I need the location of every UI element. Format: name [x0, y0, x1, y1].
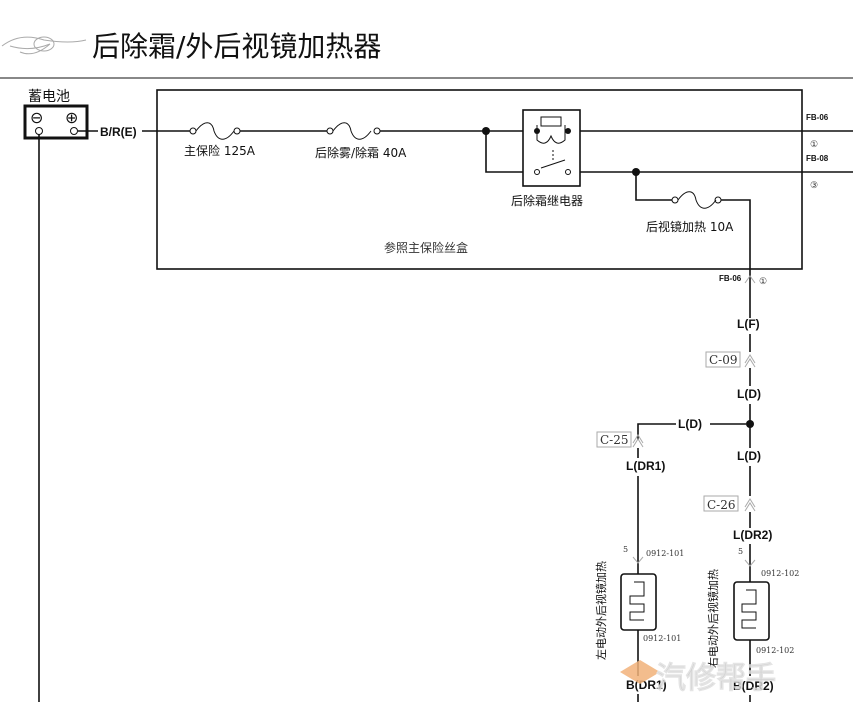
- mirror-fuse-lead: [635, 172, 672, 201]
- connector-mark: [744, 498, 756, 512]
- out1-pin: ①: [810, 140, 818, 150]
- right-heater-label: 右电动外后视镜加热: [706, 569, 720, 668]
- connector-mark: [744, 559, 756, 567]
- defrost-fuse-label: 后除雾/除霜 40A: [315, 145, 407, 160]
- left-heater-label: 左电动外后视镜加热: [594, 561, 608, 660]
- connector-mark: [744, 354, 756, 368]
- wire-ld-upper: L(D): [737, 387, 761, 401]
- wire-bdr2: B(DR2): [733, 679, 774, 693]
- brand-logo: [1, 36, 87, 55]
- mirror-feed-wire: [485, 131, 853, 173]
- battery-neg-terminal: [35, 127, 43, 135]
- right-heater-code-top: 0912-102: [761, 569, 799, 578]
- defrost-fuse: [326, 122, 381, 140]
- battery-plus: ⊕: [65, 108, 78, 127]
- main-fuse-box: [156, 89, 803, 270]
- wire-ld-branch: L(D): [678, 417, 702, 431]
- left-heater-code-bottom: 0912-101: [643, 634, 681, 643]
- connector-c26-box: [703, 495, 739, 512]
- defrost-relay: [522, 109, 581, 187]
- right-heater-code-bottom: 0912-102: [756, 646, 794, 655]
- right-heater-element: [733, 581, 770, 641]
- right-heater-pin: 5: [738, 547, 743, 556]
- connector-c25: C-25: [600, 433, 629, 447]
- battery-pos-terminal: [70, 127, 78, 135]
- main-fuse-label: 主保险 125A: [184, 143, 256, 158]
- page-title: 后除霜/外后视镜加热器: [92, 30, 381, 63]
- out3-id: FB-06: [719, 274, 742, 283]
- left-branch-wire: [637, 423, 676, 440]
- mirror-wire: [721, 199, 751, 318]
- connector-c26: C-26: [707, 498, 736, 512]
- main-feed-label: B/R(E): [100, 125, 137, 139]
- main-fuse: [189, 122, 241, 140]
- fuse-box-label: 参照主保险丝盒: [384, 240, 468, 255]
- connector-c25-box: [596, 431, 632, 448]
- battery-minus: ⊖: [30, 108, 43, 127]
- out2-pin: ③: [810, 181, 818, 191]
- connector-mark: [632, 434, 644, 448]
- out2-id: FB-08: [806, 154, 829, 163]
- connector-mark: [632, 556, 644, 564]
- mirror-fuse: [671, 191, 722, 209]
- connector-c09-box: [705, 351, 741, 368]
- wire-ld-lower: L(D): [737, 449, 761, 463]
- wire-lf-label: L(F): [737, 317, 760, 331]
- watermark: 汽修帮手: [620, 660, 776, 696]
- connector-mark: [744, 275, 756, 284]
- relay-label: 后除霜继电器: [511, 193, 583, 208]
- wire-ldr1: L(DR1): [626, 459, 665, 473]
- left-heater-code-top: 0912-101: [646, 549, 684, 558]
- out3-pin: ①: [759, 277, 767, 287]
- connector-c09: C-09: [709, 353, 738, 367]
- battery-symbol: [23, 104, 89, 140]
- left-heater-pin: 5: [623, 545, 628, 554]
- wire-ldr2: L(DR2): [733, 528, 772, 542]
- watermark-text: 汽修帮手: [656, 661, 776, 696]
- out1-id: FB-06: [806, 113, 829, 122]
- battery-label: 蓄电池: [28, 89, 70, 105]
- junction-dot: [746, 420, 754, 428]
- mirror-fuse-label: 后视镜加热 10A: [646, 219, 734, 234]
- left-heater-element: [620, 573, 657, 631]
